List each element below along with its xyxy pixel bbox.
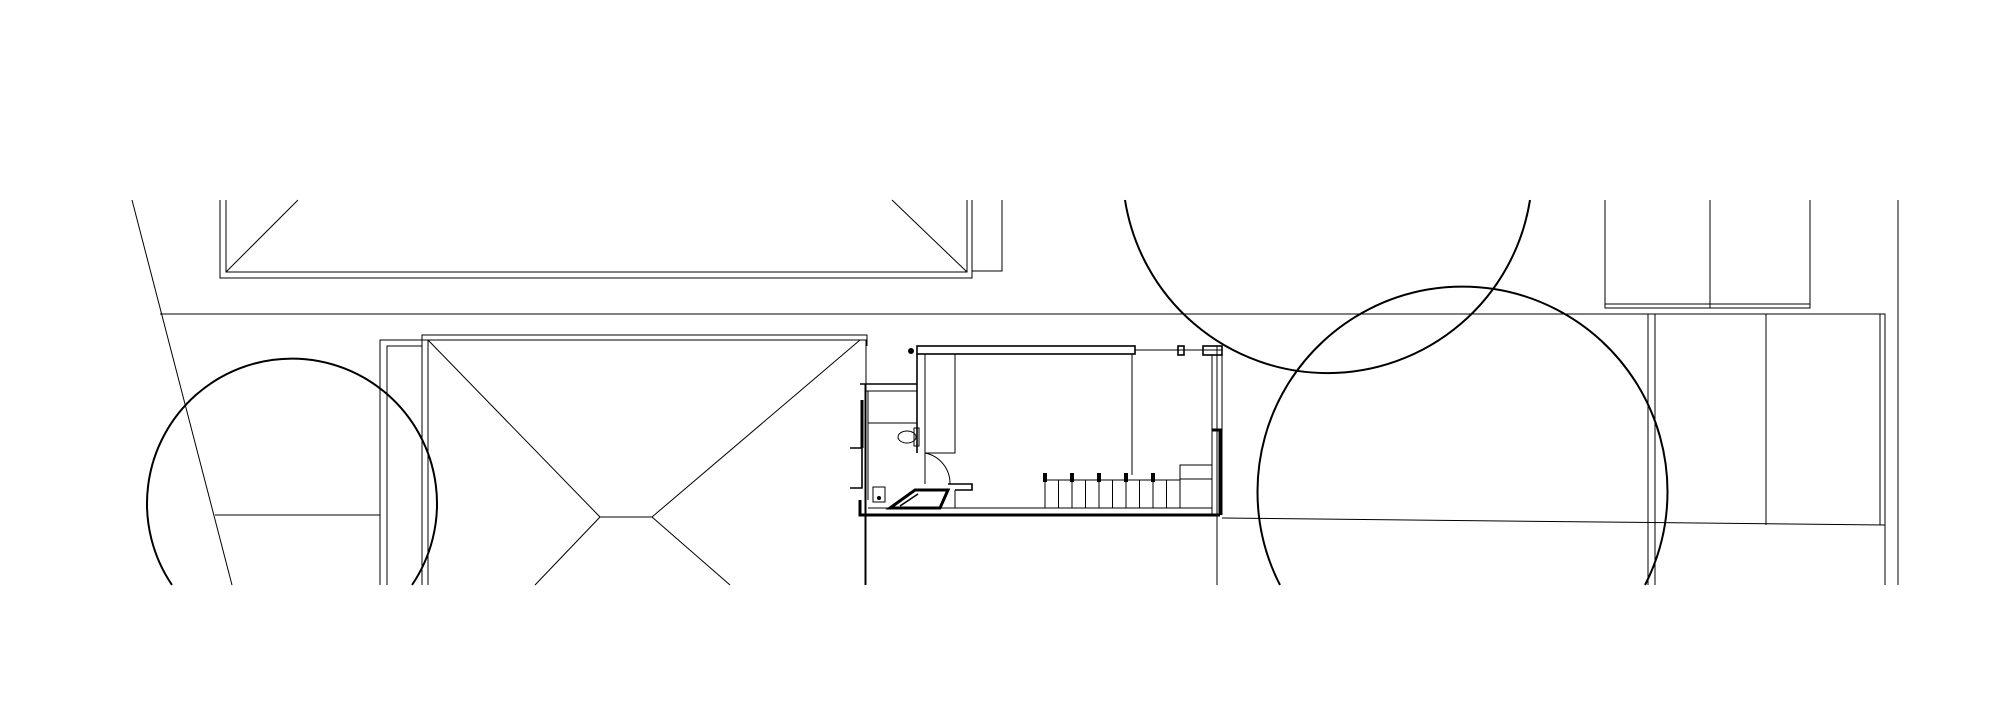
neighbour-building-left [379,334,868,586]
roof-outline-inner [386,345,422,585]
post-top-right-a [1177,345,1185,356]
roof-outline-inner [225,200,968,273]
basin-icon [872,486,886,503]
balustrade-post [1043,473,1047,482]
basin-drain [877,496,881,500]
lot-line-bottom [1221,517,1886,526]
angled-vanity [885,488,951,510]
top-beam [916,345,1136,355]
bottom-wall [858,500,1220,517]
right-wall [1212,428,1222,515]
balustrade-post [1097,473,1101,482]
tree-canopy-right [1256,285,1669,586]
roof-hip-left [225,199,299,273]
subject-building-floor-plan [850,345,1223,517]
vanity-inner-edge [899,493,919,507]
roof-hip-br [651,516,731,586]
roof-eave [421,334,868,585]
neighbour-building-top [219,199,1003,279]
bathroom-door-swing [924,452,951,485]
left-wall-inner [924,354,956,454]
kitchen-bench [948,483,973,491]
roof-eave-inner [427,339,860,585]
balustrade-post [1124,473,1128,482]
balustrade-post [1070,473,1074,482]
neighbour-building-right [1647,313,1886,585]
roof-hip-right [891,199,968,273]
stair-flight [1043,473,1181,509]
roof-hip-tl [427,339,601,518]
bathroom-window-jamb [850,447,863,489]
tree-canopies [146,199,1669,586]
neighbour-building-top-right [1604,200,1811,309]
tree-canopy-top-centre [1124,199,1531,374]
toilet-cistern [913,427,920,447]
downpipe-marker [908,348,914,354]
roof-annex [972,200,1003,272]
balustrade-post [1151,473,1155,482]
roof-outline-outer [379,339,867,585]
roof-outline-outer [219,200,973,279]
roof-hip-bl [534,516,601,586]
roof-hip-tr [651,339,861,518]
toilet-icon [897,430,917,444]
landing-box-upper [1179,464,1213,480]
building-outline [1604,200,1811,309]
site-boundaries [131,199,1899,586]
left-slanted-edge [131,199,233,586]
tree-canopy-left [146,357,438,586]
